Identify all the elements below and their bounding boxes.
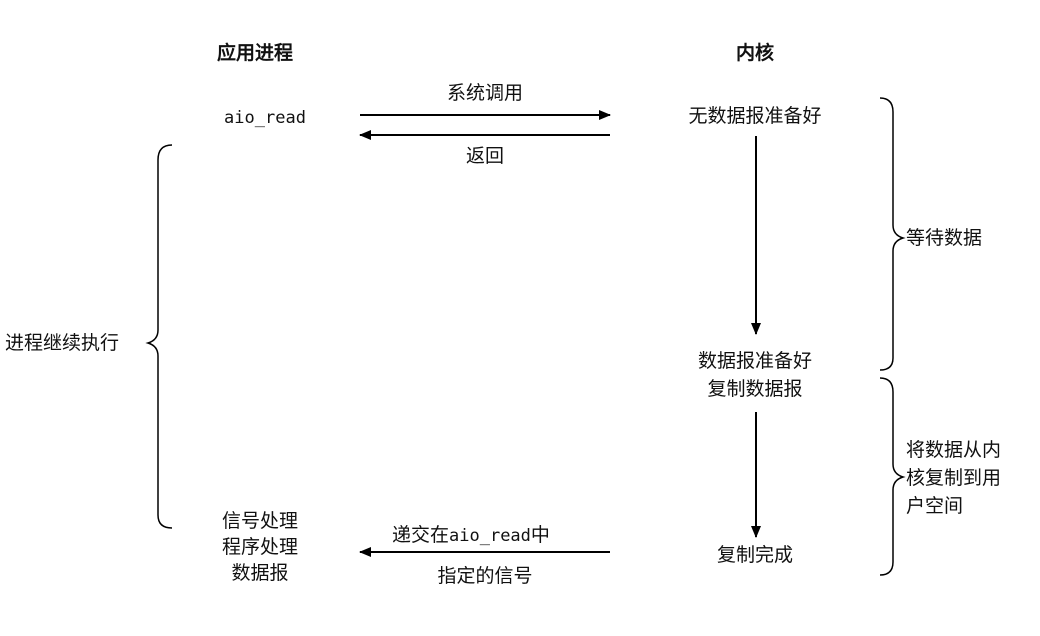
deliver-prefix: 递交在 bbox=[392, 524, 450, 546]
app-process-header: 应用进程 bbox=[216, 42, 293, 64]
deliver-label-line2: 指定的信号 bbox=[437, 565, 533, 587]
datagram-ready: 数据报准备好 bbox=[697, 350, 812, 372]
deliver-suffix: 中 bbox=[530, 524, 550, 546]
copy-to-user-line: 将数据从内 bbox=[906, 439, 1002, 461]
deliver-code: aio_read bbox=[449, 526, 531, 546]
copy-datagram: 复制数据报 bbox=[707, 378, 803, 400]
copy-to-user-line: 户空间 bbox=[906, 495, 964, 517]
continue-brace bbox=[145, 144, 173, 529]
copy-complete: 复制完成 bbox=[716, 544, 793, 566]
kernel-header: 内核 bbox=[735, 42, 774, 64]
return-label: 返回 bbox=[465, 145, 504, 167]
deliver-label: 递交在aio_read中 bbox=[392, 522, 550, 549]
no-datagram-ready: 无数据报准备好 bbox=[688, 105, 822, 127]
process-continues-label: 进程继续执行 bbox=[5, 332, 120, 354]
copy-to-user-line: 核复制到用 bbox=[906, 467, 1002, 489]
syscall-label: 系统调用 bbox=[446, 82, 523, 104]
signal-handler-line: 信号处理 bbox=[221, 510, 298, 532]
signal-handler-label: 信号处理 程序处理 数据报 bbox=[195, 508, 325, 586]
signal-handler-line: 程序处理 bbox=[221, 536, 298, 558]
copy-to-user-label: 将数据从内 核复制到用 户空间 bbox=[906, 436, 1001, 520]
wait-brace bbox=[879, 97, 906, 371]
wait-for-data-label: 等待数据 bbox=[906, 227, 983, 249]
aio-read-call: aio_read bbox=[224, 108, 306, 128]
copy-brace bbox=[879, 377, 906, 576]
signal-handler-line: 数据报 bbox=[231, 562, 289, 584]
